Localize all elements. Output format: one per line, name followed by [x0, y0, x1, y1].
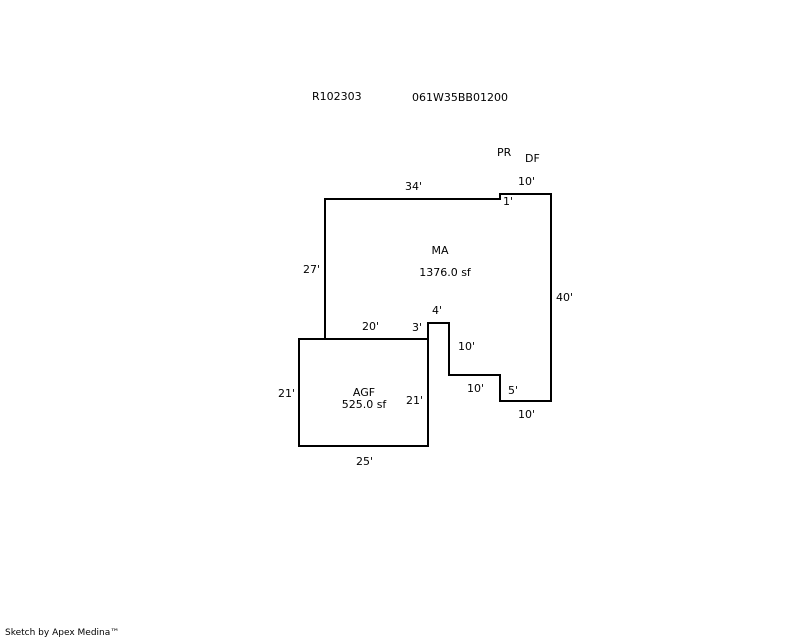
dim-ma-bottom-right: 10'	[518, 408, 536, 421]
map-number: 061W35BB01200	[412, 91, 508, 104]
dim-agf-left: 21'	[278, 387, 296, 400]
parcel-id: R102303	[312, 90, 362, 103]
ma-label: MA	[431, 244, 449, 257]
dim-ma-top: 34'	[405, 180, 423, 193]
agf-area: 525.0 sf	[341, 398, 387, 411]
dim-ma-notch-bottom: 10'	[467, 382, 485, 395]
dim-agf-right: 21'	[406, 394, 424, 407]
dim-ma-notch-top: 4'	[432, 304, 443, 317]
dim-ma-step: 1'	[503, 195, 514, 208]
dim-ma-notch-up: 5'	[508, 384, 519, 397]
dim-ma-notch-left: 3'	[412, 321, 423, 334]
dim-agf-bottom: 25'	[356, 455, 374, 468]
ma-area: 1376.0 sf	[419, 266, 471, 279]
dim-df-top: 10'	[518, 175, 536, 188]
agf-label: AGF	[352, 386, 376, 399]
ma-outline	[324, 193, 552, 402]
dim-ma-notch-side: 10'	[458, 340, 476, 353]
dim-agf-top: 20'	[362, 320, 380, 333]
df-label: DF	[525, 152, 540, 165]
dim-ma-left: 27'	[303, 263, 321, 276]
agf-outline	[298, 338, 429, 447]
dim-ma-right: 40'	[556, 291, 574, 304]
footer-credit: Sketch by Apex Medina™	[5, 628, 120, 638]
pr-label: PR	[497, 146, 512, 159]
